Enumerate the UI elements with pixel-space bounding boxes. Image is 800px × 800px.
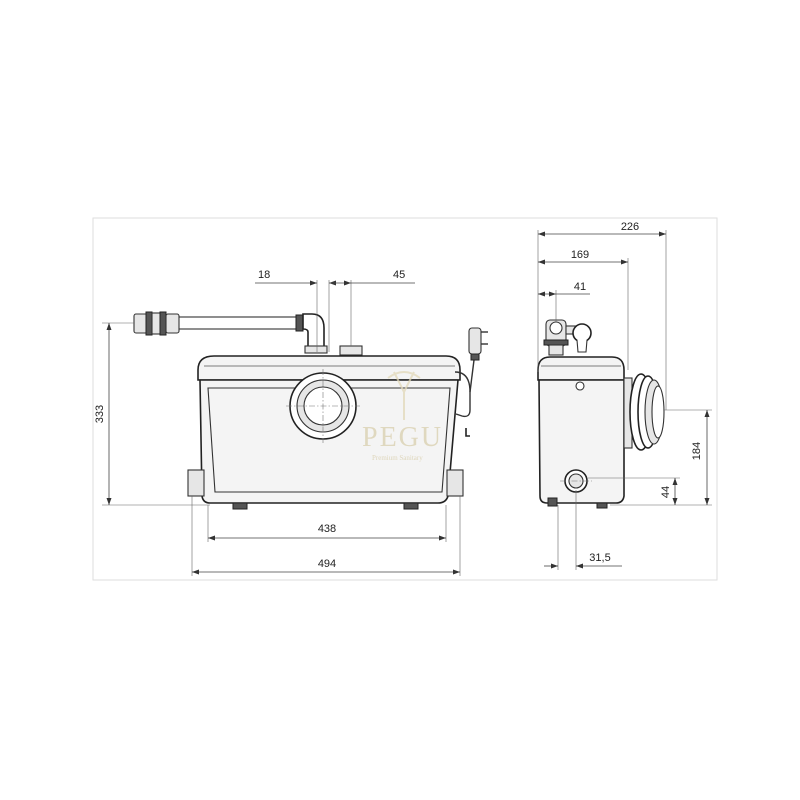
foot-right [403,502,419,510]
watermark-tagline: Premium Sanitary [372,454,423,462]
side-outlet-clamp [543,339,569,346]
arrow-226-right [659,231,666,237]
cable-marker [465,428,470,437]
dim-44: 44 [588,477,680,505]
arrow-18-left [310,280,317,286]
side-rear-inlet [623,373,665,451]
watermark-logo-icon [387,371,421,420]
dim-label-45: 45 [393,269,405,281]
pipe-elbow-collar [304,345,328,354]
pipe-connector-sleeve [165,313,180,334]
side-foot-left [547,497,558,507]
arrow-438-left [208,535,215,541]
unit-body-panel [207,387,451,493]
dim-label-44: 44 [660,486,672,498]
dim-label-494: 494 [318,558,336,570]
arrow-44-bottom [672,498,678,505]
dim-label-31-5: 31,5 [589,552,610,564]
dim-label-333: 333 [94,405,106,423]
arrow-333-bottom [106,498,112,505]
dim-169: 169 [538,249,629,370]
dim-label-169: 169 [571,249,589,261]
dim-494: 494 [191,496,461,576]
arrow-226-left [538,231,545,237]
dim-226: 226 [537,221,667,410]
arrow-169-left [538,259,545,265]
dim-label-184: 184 [691,442,703,460]
dim-label-18: 18 [258,269,270,281]
left-spigot [187,469,205,497]
arrow-333-top [106,323,112,330]
arrow-41-left [538,291,545,297]
watermark: PEGU Premium Sanitary [362,371,443,462]
side-body [538,379,625,504]
plug-strain-relief [470,353,480,361]
arrow-184-top [704,410,710,417]
cable-riser [469,359,475,393]
arrow-184-bottom [704,498,710,505]
side-outlet-bore [549,321,563,335]
arrow-494-right [453,569,460,575]
rear-inlet-ring-4 [651,385,665,439]
discharge-pipe [133,311,328,354]
arrow-169-right [621,259,628,265]
foot-left [232,502,248,510]
dim-label-438: 438 [318,523,336,535]
power-cable [454,327,488,437]
arrow-31-left [551,563,558,569]
side-vent-cap [572,323,592,343]
right-spigot [446,469,464,497]
side-vent-stem [576,339,588,353]
side-outlet-base [548,344,564,356]
plug-icon [468,327,482,355]
discharge-pipe-tube [177,316,307,330]
arrow-41-right [549,291,556,297]
dim-41: 41 [538,281,590,322]
side-foot-right [596,502,608,509]
dim-label-41: 41 [574,281,586,293]
arrow-438-right [439,535,446,541]
arrow-31-right [576,563,583,569]
dim-top-front: 18 45 [255,269,415,352]
top-outlet-stub [339,345,363,356]
dim-label-226: 226 [621,221,639,233]
pipe-elbow-clamp [295,314,304,332]
side-screw [575,381,585,391]
arrow-494-left [192,569,199,575]
cable [454,371,471,418]
arrow-44-top [672,478,678,485]
pipe-clamp-1 [145,311,153,336]
pipe-clamp-2 [159,311,167,336]
side-lid [537,356,625,381]
watermark-brand: PEGU [362,422,443,453]
unit-body [199,379,459,504]
dim-31-5: 31,5 [544,490,622,570]
dim-184: 184 [610,409,712,506]
dim-438: 438 [207,505,447,542]
front-view: PEGU Premium Sanitary 18 45 333 [94,269,488,576]
side-view: 226 169 41 184 [537,221,712,570]
arrow-45 [344,280,351,286]
